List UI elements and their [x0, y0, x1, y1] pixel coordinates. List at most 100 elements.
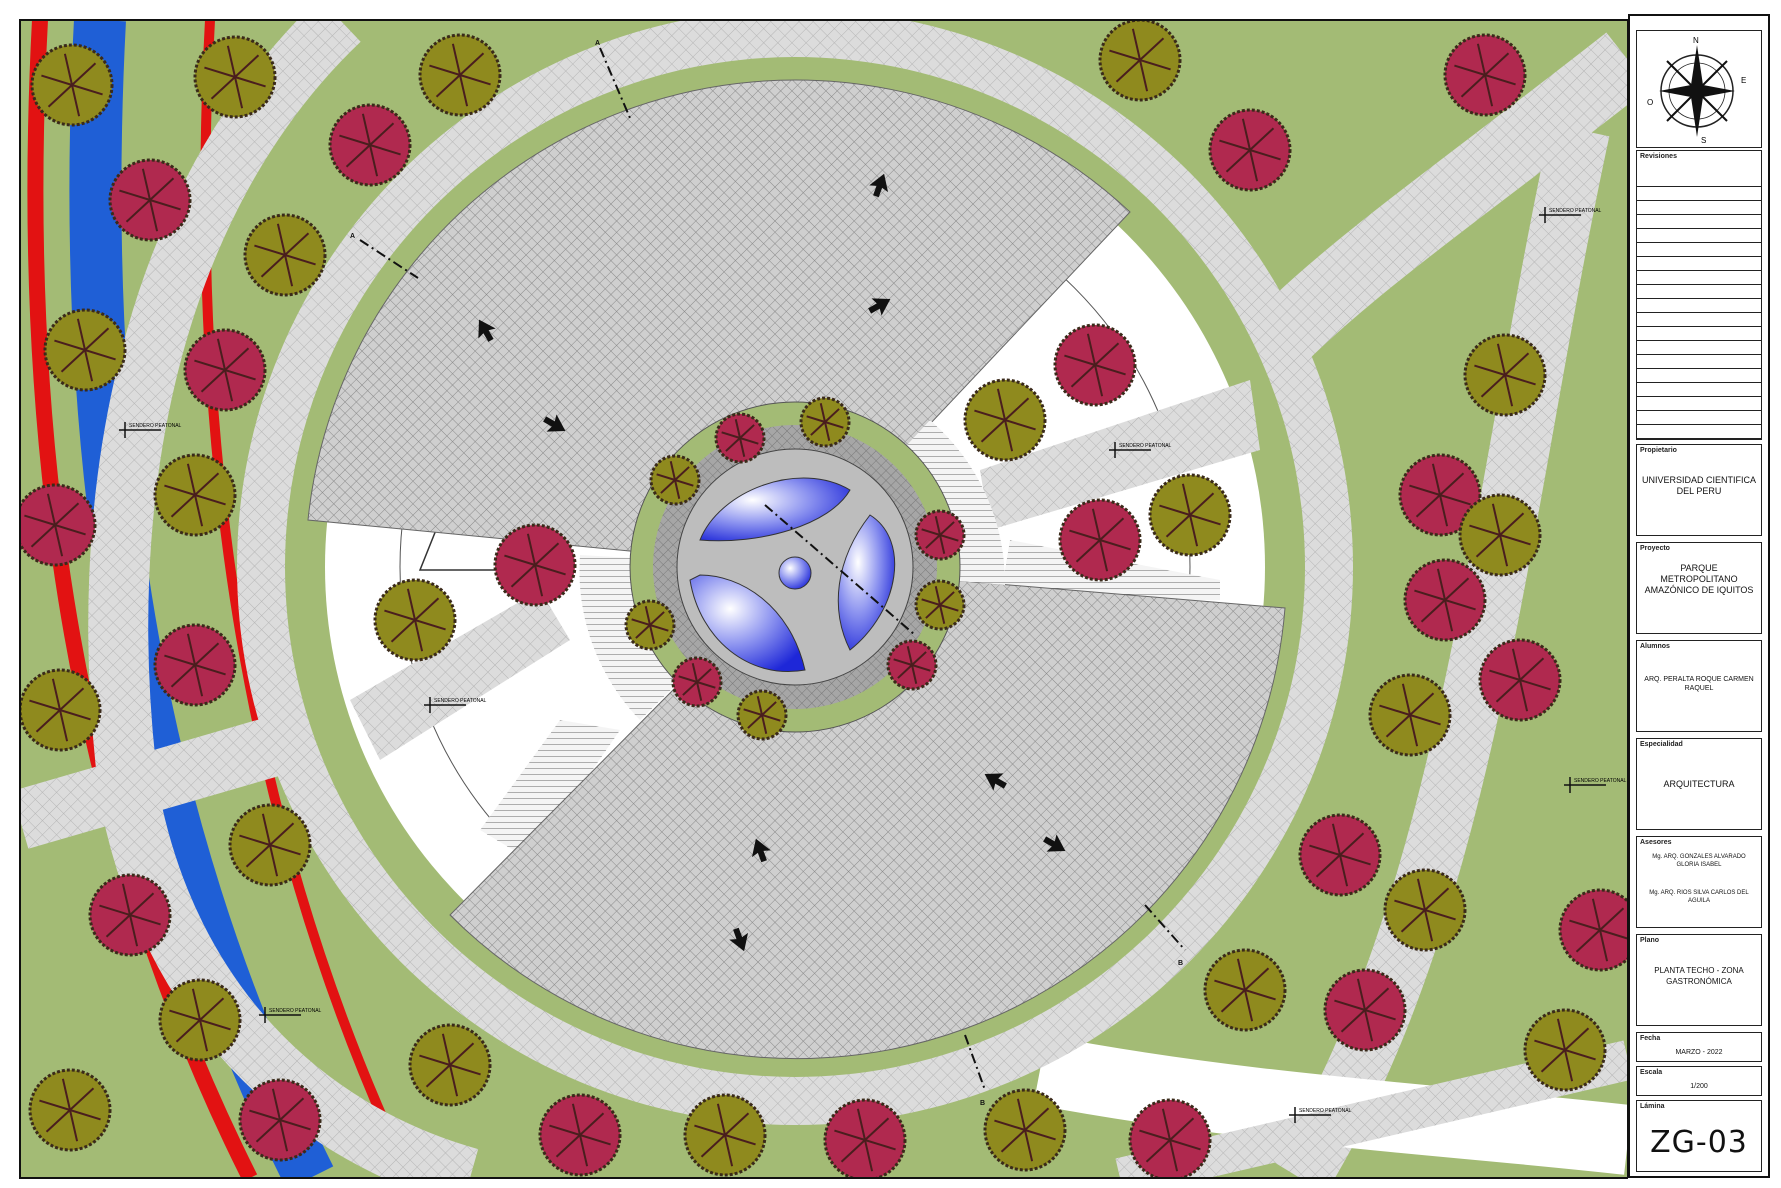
olive-tree-icon	[983, 1088, 1067, 1172]
fountain-jet	[778, 556, 812, 590]
olive-tree-icon	[228, 803, 312, 887]
crimson-tree-icon	[1058, 498, 1142, 582]
olive-tree-icon	[1523, 1008, 1607, 1092]
path-marker-label: SENDERO PEATONAL	[434, 698, 487, 704]
advisor-1: Mg. ARQ. GONZALES ALVARADO GLORIA ISABEL	[1652, 854, 1746, 868]
crimson-tree-icon	[1443, 33, 1527, 117]
plane-title: PLANTA TECHO - ZONA GASTRONÓMICA	[1654, 966, 1744, 986]
olive-tree-icon	[1383, 868, 1467, 952]
crimson-tree-icon	[88, 873, 172, 957]
path-marker: SENDERO PEATONAL	[259, 1007, 322, 1023]
path-marker-label: SENDERO PEATONAL	[1119, 443, 1172, 449]
olive-tree-icon	[20, 668, 102, 752]
water-basin	[699, 477, 851, 542]
crimson-tree-icon	[1128, 1098, 1212, 1178]
crimson-tree-icon	[823, 1098, 907, 1178]
project-box: Proyecto PARQUE METROPOLITANO AMAZÓNICO …	[1636, 542, 1762, 634]
section-line-center	[764, 504, 916, 636]
roof-sector-north	[307, 79, 1131, 568]
crimson-tree-icon	[1208, 108, 1292, 192]
drain-arrow-icon	[868, 298, 891, 316]
date: MARZO - 2022	[1675, 1049, 1723, 1056]
drain-arrow-icon	[984, 773, 1007, 791]
drain-arrow-icon	[543, 414, 566, 432]
section-line-a	[599, 47, 631, 119]
section-line-b	[964, 1034, 986, 1091]
path-marker: SENDERO PEATONAL	[424, 697, 487, 713]
drawing-frame	[19, 19, 1628, 1179]
path-marker-label: SENDERO PEATONAL	[1299, 1108, 1352, 1114]
svg-text:N: N	[1693, 36, 1699, 45]
scale-box: Escala 1/200	[1636, 1066, 1762, 1096]
revisions-box: Revisiones	[1636, 150, 1762, 440]
specialty: ARQUITECTURA	[1663, 779, 1735, 789]
olive-tree-icon	[1463, 333, 1547, 417]
section-line-a	[359, 239, 419, 279]
revisions-table	[1637, 173, 1761, 439]
drain-arrow-icon	[729, 927, 749, 952]
compass-box: N S E O	[1636, 30, 1762, 148]
olive-tree-icon	[1368, 673, 1452, 757]
crimson-tree-icon	[183, 328, 267, 412]
crimson-tree-icon	[671, 656, 723, 708]
sheet-code: ZG-03	[1650, 1125, 1748, 1160]
institution-box: Propietario UNIVERSIDAD CIENTIFICA DEL P…	[1636, 444, 1762, 536]
north-arrow-icon: N S E O	[1647, 36, 1746, 145]
crimson-tree-icon	[328, 103, 412, 187]
path-marker-label: SENDERO PEATONAL	[1574, 778, 1627, 784]
olive-tree-icon	[43, 308, 127, 392]
stair	[480, 720, 620, 860]
path-markers: SENDERO PEATONAL SENDERO PEATONAL SENDERO …	[119, 207, 1627, 1123]
crimson-tree-icon	[914, 509, 966, 561]
date-box: Fecha MARZO - 2022	[1636, 1032, 1762, 1062]
tree-layer	[20, 20, 1628, 1178]
olive-tree-icon	[418, 33, 502, 117]
title-block: N S E O Revisiones Propietario UNIVERSID…	[1628, 14, 1770, 1178]
olive-tree-icon	[153, 453, 237, 537]
section-label: B	[1178, 960, 1183, 967]
olive-tree-icon	[736, 689, 788, 741]
crimson-tree-icon	[1478, 638, 1562, 722]
crimson-tree-icon	[493, 523, 577, 607]
path-marker-label: SENDERO PEATONAL	[129, 423, 182, 429]
olive-tree-icon	[1458, 493, 1542, 577]
drain-arrow-icon	[751, 838, 771, 863]
svg-text:S: S	[1701, 136, 1706, 145]
path-marker: SENDERO PEATONAL	[1109, 442, 1172, 458]
roof-sector-south	[449, 566, 1286, 1060]
crimson-tree-icon	[1398, 453, 1482, 537]
path-marker: SENDERO PEATONAL	[1564, 777, 1627, 793]
scale: 1/200	[1690, 1083, 1708, 1090]
path-marker-label: SENDERO PEATONAL	[269, 1008, 322, 1014]
crimson-tree-icon	[1298, 813, 1382, 897]
svg-text:E: E	[1741, 76, 1746, 85]
crimson-tree-icon	[1053, 323, 1137, 407]
institution-name: UNIVERSIDAD CIENTIFICA DEL PERU	[1641, 475, 1756, 496]
svg-text:O: O	[1647, 98, 1653, 107]
crimson-tree-icon	[714, 412, 766, 464]
drain-arrows	[478, 173, 1066, 952]
olive-tree-icon	[30, 43, 114, 127]
inner-walk	[350, 590, 570, 760]
authors-box: Alumnos ARQ. PERALTA ROQUE CARMEN RAQUEL	[1636, 640, 1762, 732]
olive-tree-icon	[1203, 948, 1287, 1032]
path-marker: SENDERO PEATONAL	[1289, 1107, 1352, 1123]
path-marker: SENDERO PEATONAL	[119, 422, 182, 438]
section-label: A	[595, 40, 600, 47]
olive-tree-icon	[963, 378, 1047, 462]
crimson-tree-icon	[886, 639, 938, 691]
water-basin	[689, 574, 806, 672]
olive-tree-icon	[649, 454, 701, 506]
crimson-tree-icon	[20, 483, 97, 567]
olive-tree-icon	[243, 213, 327, 297]
advisors-box: Asesores Mg. ARQ. GONZALES ALVARADO GLOR…	[1636, 836, 1762, 928]
crimson-tree-icon	[238, 1078, 322, 1162]
path-marker: SENDERO PEATONAL	[1539, 207, 1602, 223]
drain-arrow-icon	[478, 319, 496, 342]
plane-box: Plano PLANTA TECHO - ZONA GASTRONÓMICA	[1636, 934, 1762, 1026]
specialty-box: Especialidad ARQUITECTURA	[1636, 738, 1762, 830]
inner-walk	[980, 380, 1260, 530]
water-basin	[837, 514, 896, 651]
